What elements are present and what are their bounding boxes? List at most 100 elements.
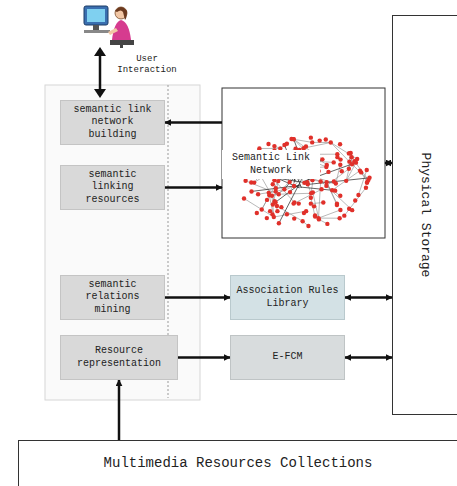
network-dot <box>331 160 335 164</box>
network-dot <box>353 198 357 202</box>
left-panel <box>45 85 200 400</box>
network-link <box>262 195 270 209</box>
connector-arrow <box>165 296 230 299</box>
network-dot <box>335 155 339 159</box>
network-dot <box>260 207 264 211</box>
network-dot <box>321 200 325 204</box>
network-dot <box>265 198 269 202</box>
network-link <box>294 189 322 203</box>
network-dot <box>285 212 289 216</box>
network-dot <box>276 179 280 183</box>
network-dot <box>291 201 295 205</box>
box-label: semantic link network building <box>61 102 164 144</box>
network-link <box>319 182 321 219</box>
collection-box: Multimedia Resources Collections <box>18 440 457 486</box>
box-label: Resource representation <box>61 343 177 372</box>
network-dot <box>325 163 329 167</box>
network-dot <box>365 168 369 172</box>
network-dot <box>367 176 371 180</box>
network-dot <box>364 186 368 190</box>
network-dot <box>265 216 269 220</box>
box-label: Association Rules Library <box>231 283 344 312</box>
network-link <box>332 171 360 191</box>
network-dot <box>340 169 344 173</box>
connector-arrow <box>178 356 230 359</box>
network-dot <box>338 163 342 167</box>
network-dot <box>313 214 317 218</box>
network-link <box>319 210 341 218</box>
network-dot <box>255 211 259 215</box>
process-box: Resource representation <box>60 335 178 380</box>
network-dot <box>249 189 253 193</box>
network-dot <box>270 212 274 216</box>
network-dot <box>347 167 351 171</box>
network-dot <box>266 142 270 146</box>
network-dot <box>243 179 247 183</box>
network-dot <box>271 182 275 186</box>
network-dot <box>350 208 354 212</box>
network-link <box>344 188 366 216</box>
network-dot <box>288 190 292 194</box>
process-box: semantic link network building <box>60 100 165 145</box>
network-dot <box>275 204 279 208</box>
network-dot <box>309 201 313 205</box>
network-dot <box>318 179 322 183</box>
network-dot <box>305 180 309 184</box>
network-link <box>259 148 280 149</box>
process-box: semantic relations mining <box>60 275 165 320</box>
user-icon <box>84 6 134 48</box>
network-dot <box>271 202 275 206</box>
network-link <box>294 139 312 142</box>
network-dot <box>279 205 283 209</box>
box-label: Physical Storage <box>415 149 435 282</box>
network-dot <box>306 224 310 228</box>
arrow-head <box>94 89 106 98</box>
arrow-head <box>94 47 106 56</box>
connector-arrow <box>118 380 121 440</box>
annotation-label: User Interaction <box>110 54 184 76</box>
network-dot <box>282 187 286 191</box>
network-dot <box>297 201 301 205</box>
network-dot <box>274 186 278 190</box>
connector-arrow <box>165 121 222 124</box>
network-link <box>276 184 300 202</box>
network-link <box>246 181 279 194</box>
network-dot <box>335 202 339 206</box>
network-dot <box>329 140 333 144</box>
network-dot <box>330 188 334 192</box>
network-dot <box>324 180 328 184</box>
network-dot <box>358 168 362 172</box>
network-link <box>319 218 340 219</box>
network-link <box>326 186 352 210</box>
network-dot <box>356 193 360 197</box>
network-link <box>279 193 311 195</box>
storage-panel: Physical Storage <box>392 15 457 415</box>
network-dot <box>317 138 321 142</box>
network-dot <box>277 192 281 196</box>
network-link <box>244 198 274 217</box>
network-link <box>326 169 348 186</box>
model-box: E-FCM <box>230 335 345 380</box>
network-dot <box>304 144 308 148</box>
network-dot <box>347 151 351 155</box>
process-box: semantic linking resources <box>60 165 165 210</box>
network-dot <box>292 216 296 220</box>
network-link <box>331 143 350 162</box>
network-dot <box>352 159 356 163</box>
network-link <box>279 179 302 223</box>
network-dot <box>242 196 246 200</box>
network-dot <box>344 179 348 183</box>
library-box: Association Rules Library <box>230 275 345 320</box>
network-dot <box>267 193 271 197</box>
network-dot <box>338 142 342 146</box>
network-link <box>354 161 368 180</box>
network-dot <box>292 184 296 188</box>
network-dot <box>272 144 276 148</box>
network-dot <box>337 216 341 220</box>
network-dot <box>252 180 256 184</box>
network-dot <box>342 213 346 217</box>
network-dot <box>277 221 281 225</box>
box-label: semantic linking resources <box>61 167 164 209</box>
network-dot <box>326 170 330 174</box>
network-dot <box>302 211 306 215</box>
